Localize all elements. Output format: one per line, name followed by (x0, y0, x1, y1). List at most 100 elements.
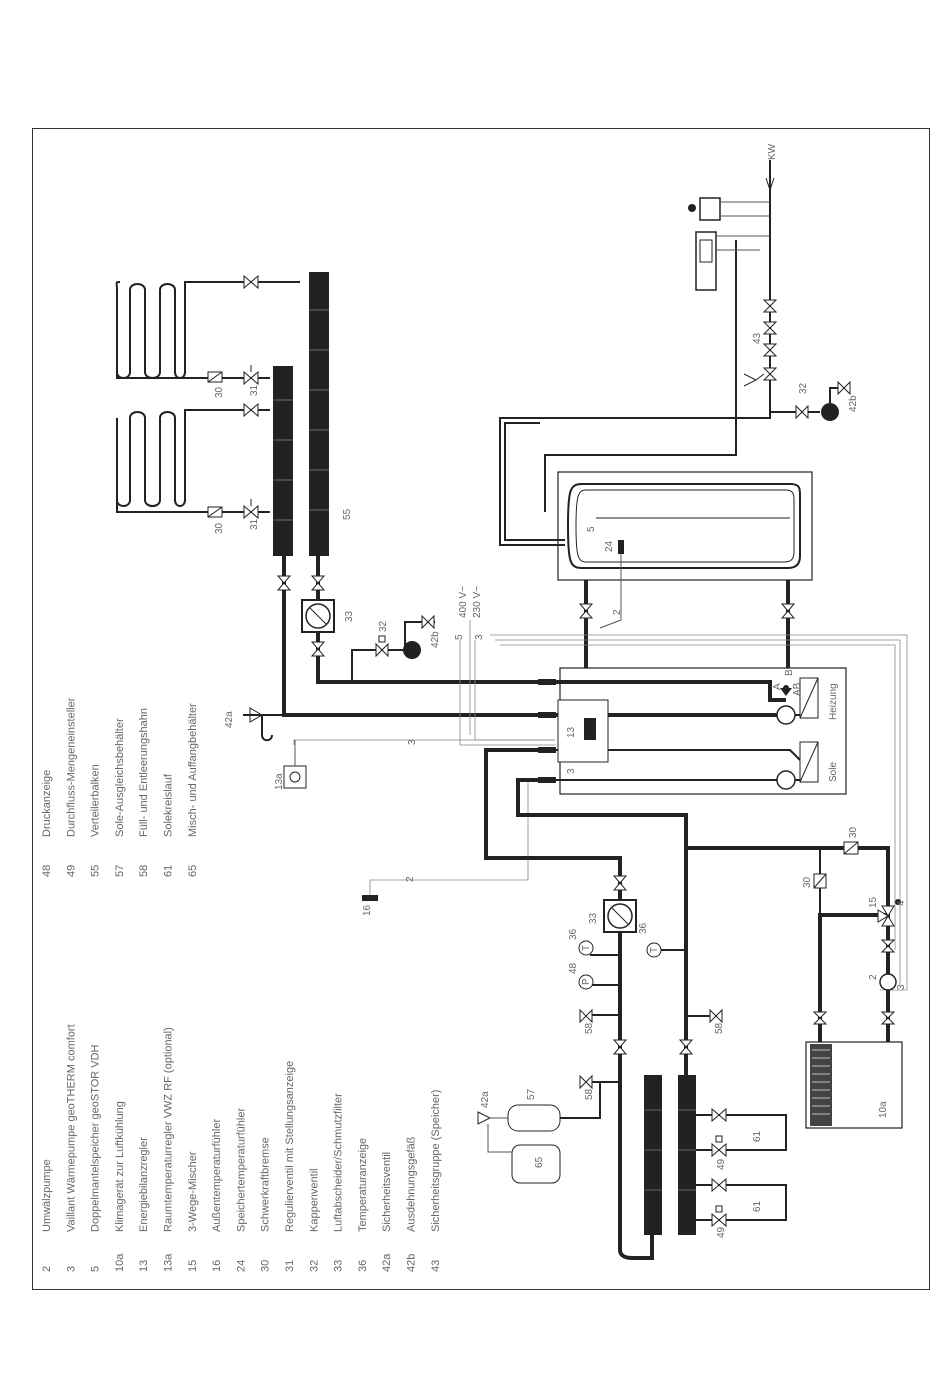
label-5-tank: 5 (586, 526, 597, 532)
label-30-a: 30 (214, 386, 225, 398)
brine-manifold-b (678, 1075, 696, 1235)
check-valve-30-ac-a (843, 841, 859, 855)
label-31-a: 31 (249, 384, 260, 396)
valve-upper-a (243, 274, 259, 290)
legend-text: Solekreislauf (163, 773, 175, 837)
legend-number: 57 (114, 865, 126, 877)
valve-30-bottom (207, 506, 223, 518)
floor-heating-loop-2 (116, 409, 270, 513)
safety-group-43 (743, 299, 778, 387)
label-65: 65 (534, 1156, 545, 1168)
label-p: P (581, 978, 592, 985)
label-2-wire: 2 (405, 876, 416, 882)
fill-drain-58-a (579, 1008, 593, 1024)
valve-30-top (207, 371, 223, 383)
legend-number: 65 (187, 865, 199, 877)
legend-text: Vaillant Wärmepumpe geoTHERM comfort (65, 1024, 77, 1232)
legend-number: 30 (260, 1260, 272, 1272)
legend-number: 58 (138, 865, 150, 877)
label-kw: KW (767, 143, 778, 160)
filter-33-brine (603, 899, 637, 933)
label-4: 4 (896, 900, 907, 906)
label-2-pump: 2 (868, 974, 879, 980)
label-30-ac-b: 30 (802, 876, 813, 888)
legend-text: Regulierventil mit Stellungsanzeige (284, 1061, 296, 1232)
legend-text: Ausdehnungsgefäß (406, 1136, 418, 1232)
valve-manifold-b (310, 575, 326, 591)
legend-text: Raumtemperaturregler VWZ RF (optional) (163, 1027, 175, 1232)
legend-number: 42b (406, 1254, 418, 1272)
label-5-wire: 5 (454, 634, 465, 640)
valve-ac-b (880, 1011, 896, 1025)
valve-31-top (243, 365, 259, 386)
legend-number: 3 (65, 1266, 77, 1272)
expansion-vessel-42b-dhw (821, 403, 839, 421)
legend-number: 16 (211, 1260, 223, 1272)
label-43: 43 (752, 332, 763, 344)
energy-controller-13 (557, 699, 609, 763)
floor-heating-loop-1 (115, 280, 300, 379)
label-t-b: T (649, 947, 660, 953)
label-33-a: 33 (344, 610, 355, 622)
legend-text: Sole-Ausgleichsbehälter (114, 718, 126, 837)
safety-valve-42a-heating (243, 707, 284, 742)
label-b: B (784, 669, 795, 676)
valve-upper-b (243, 402, 259, 418)
legend-text: Sicherheitsventil (381, 1152, 393, 1232)
label-49-b: 49 (716, 1226, 727, 1238)
expansion-vessel-42b-heating (403, 641, 421, 659)
valve-42b-dhw (837, 380, 851, 396)
legend-text: Schwerkraftbremse (260, 1137, 272, 1232)
valve-61-a (711, 1107, 727, 1123)
label-33-b: 33 (588, 912, 599, 924)
valve-61-b (711, 1177, 727, 1193)
legend-text: Durchfluss-Mengeneinsteller (65, 697, 77, 837)
storage-tank-5 (557, 471, 813, 581)
label-16: 16 (362, 904, 373, 916)
legend-text: Doppelmantelspeicher geoSTOR VDH (90, 1044, 102, 1232)
label-13: 13 (566, 726, 577, 738)
label-a: A (772, 683, 783, 690)
legend-number: 15 (187, 1260, 199, 1272)
legend-number: 13 (138, 1260, 150, 1272)
label-10a: 10a (878, 1101, 889, 1118)
legend-number: 24 (235, 1260, 247, 1272)
collector-65 (511, 1144, 561, 1184)
label-61-a: 61 (752, 1130, 763, 1142)
legend-text: Temperaturanzeige (357, 1138, 369, 1232)
sensor-24 (618, 540, 624, 554)
legend-number: 43 (430, 1260, 442, 1272)
valve-ac-c (812, 1011, 828, 1025)
flow-setter-49-a (711, 1135, 727, 1158)
label-58-b: 58 (714, 1022, 725, 1034)
valve-42b-heating (421, 614, 435, 630)
label-30-b: 30 (214, 522, 225, 534)
label-sole: Sole (828, 762, 839, 782)
manifold-55-b (309, 272, 329, 556)
bathtub-fixture (695, 231, 770, 291)
room-controller-13a (283, 765, 307, 789)
valve-tank-a (578, 603, 594, 619)
temp-gauge-36-b (646, 942, 662, 958)
hp-connectors (538, 679, 556, 783)
legend-text: Sicherheitsgruppe (Speicher) (430, 1090, 442, 1232)
temp-gauge-36-brine (578, 940, 594, 956)
flow-setter-49-b (711, 1205, 727, 1228)
pump-2 (879, 973, 897, 991)
label-t-a: T (581, 945, 592, 951)
label-heizung: Heizung (828, 683, 839, 720)
label-36-a: 36 (568, 928, 579, 940)
legend-number: 48 (41, 865, 53, 877)
label-58-a: 58 (584, 1022, 595, 1034)
legend-number: 49 (65, 865, 77, 877)
label-3-wire-b: 3 (474, 634, 485, 640)
legend-number: 61 (163, 865, 175, 877)
mixer-15 (877, 899, 901, 927)
air-conditioner-10a (805, 1041, 903, 1129)
sink-fixture (688, 197, 770, 221)
valve-manifold-c (310, 641, 326, 657)
outside-sensor-16 (362, 895, 378, 901)
label-36-b: 36 (638, 922, 649, 934)
